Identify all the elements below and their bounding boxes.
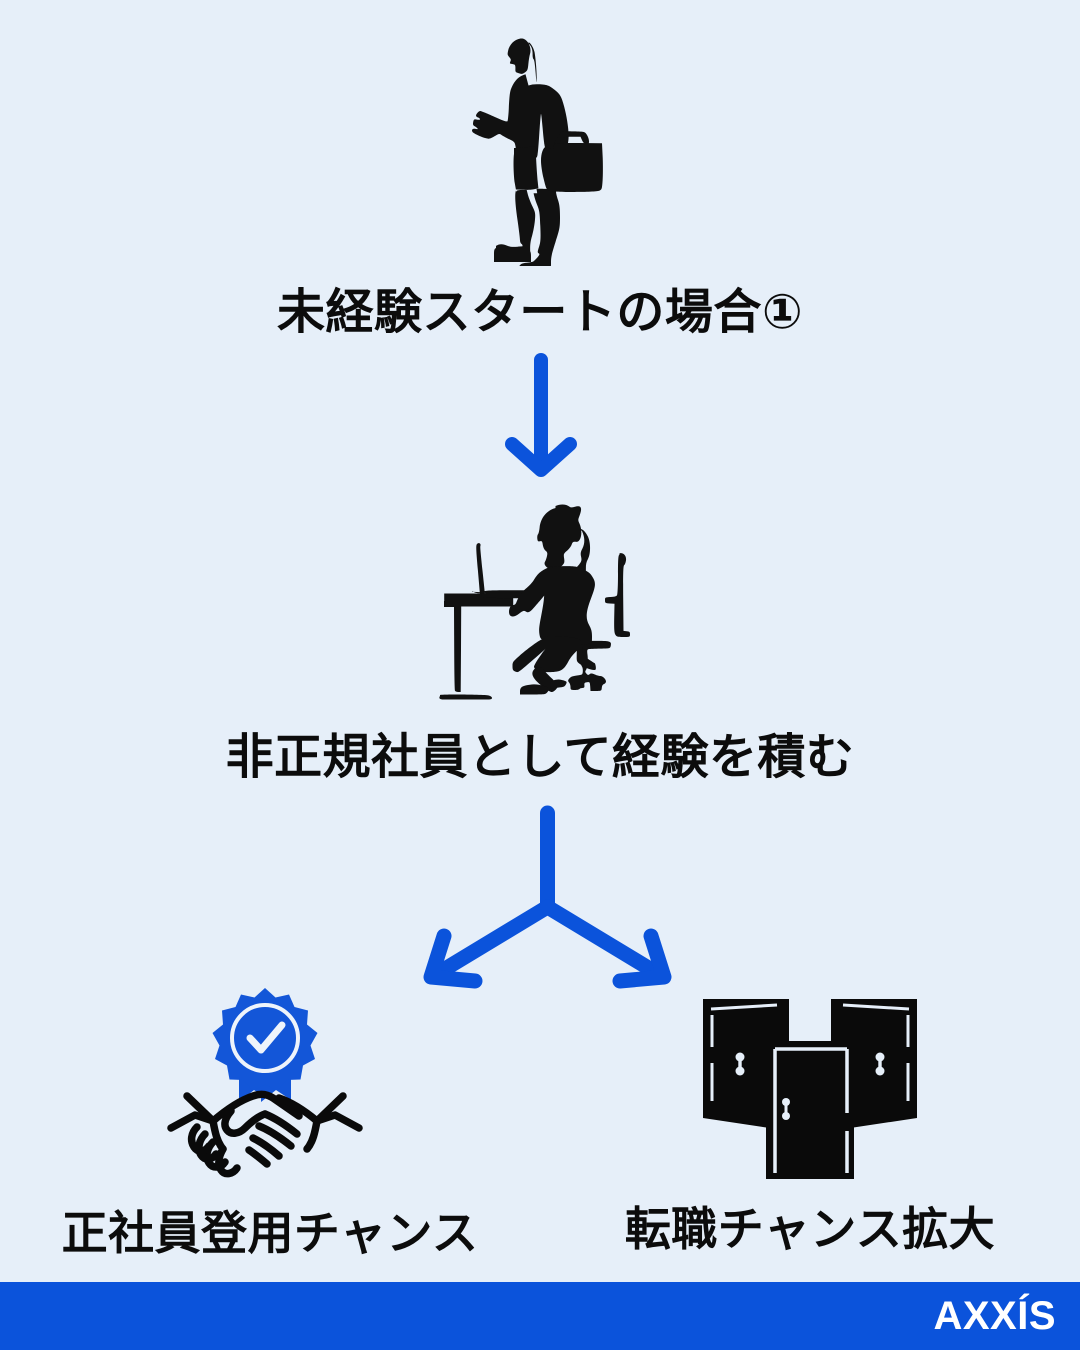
flow-step-1-label: 未経験スタートの場合①: [277, 286, 803, 339]
woman-at-desk-laptop-silhouette-icon: [436, 498, 644, 703]
walking-businesswoman-silhouette-icon: [465, 34, 615, 271]
arrow-down-icon: [486, 352, 596, 482]
flow-outcome-1-label: 正社員登用チャンス: [61, 1207, 479, 1259]
branching-arrow-down-split-icon: [405, 805, 690, 990]
handshake-with-award-badge-icon: [165, 980, 365, 1185]
flow-step-2: 非正規社員として経験を積む: [0, 498, 1080, 787]
flow-step-2-label: 非正規社員として経験を積む: [225, 731, 855, 784]
flow-outcome-2-label: 転職チャンス拡大: [624, 1203, 996, 1255]
brand-logo: AXXÍS: [933, 1294, 1056, 1338]
flow-step-1: 未経験スタートの場合①: [0, 34, 1080, 342]
flow-outcome-2: 転職チャンス拡大: [580, 985, 1040, 1259]
flow-outcome-1: 正社員登用チャンス: [40, 980, 500, 1263]
footer-bar: AXXÍS: [0, 1282, 1080, 1350]
three-open-doors-icon: [697, 985, 923, 1181]
